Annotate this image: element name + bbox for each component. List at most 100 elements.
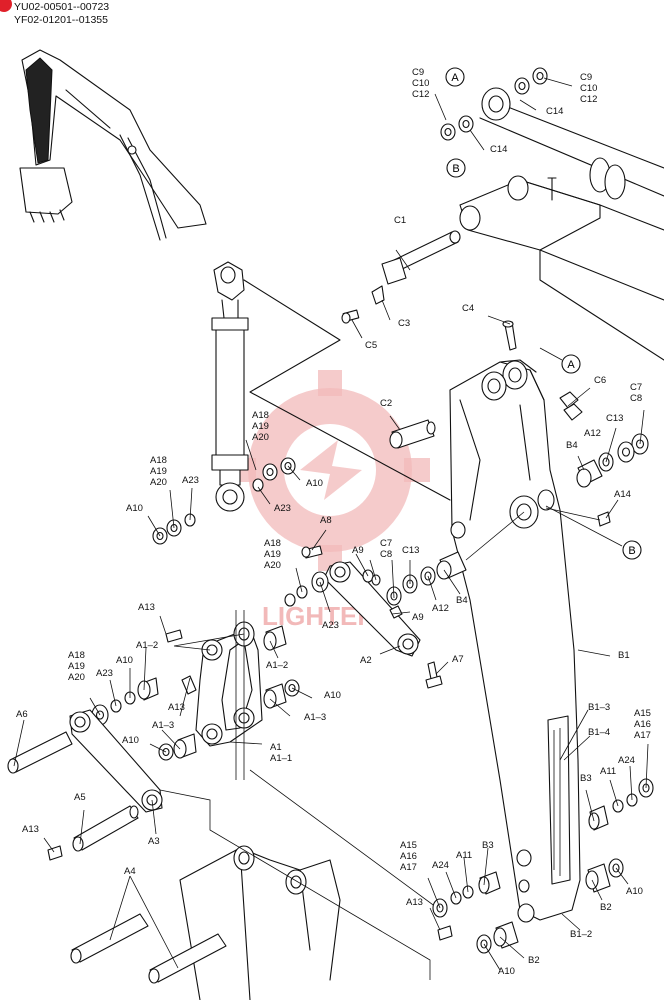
marker-letter: A [451,72,459,84]
callout-a10-cylinder: A10 [306,478,323,489]
bucket-frame [159,769,441,1000]
reference-marker-b-top: B [446,158,466,178]
callout-c6: C6 [594,375,607,386]
marker-letter: A [567,359,575,371]
callout-c9-c10-c12-right: C9 C10 C12 [580,72,598,105]
grease-fitting-a13 [47,629,453,941]
callout-a3: A3 [148,836,160,847]
callout-b3-bottom: B3 [482,840,494,851]
callout-a23-mid: A23 [322,620,339,631]
callout-c7-c8-mid: C7 C8 [380,538,393,560]
callout-a13-lower: A13 [22,824,39,835]
callout-b1-3: B1–3 [588,702,611,713]
callout-a11-right: A11 [600,766,617,777]
callout-a9-upper: A9 [352,545,364,556]
callout-c13-mid: C13 [402,545,420,556]
callout-a7: A7 [452,654,464,665]
callout-a18-a19-a20-low: A18 A19 A20 [68,650,85,683]
callout-a10-lower-left: A10 [122,735,139,746]
excavator-thumbnail-icon [19,49,207,241]
bolt-c4 [502,320,517,351]
callout-b1-2: B1–2 [570,929,593,940]
callout-c4: C4 [462,303,475,314]
bucket-cylinder [211,261,451,512]
callout-c3: C3 [398,318,411,329]
callout-a13-mid: A13 [168,702,185,713]
serial-range-1: YU02-00501--00723 [14,1,110,13]
callout-c1: C1 [394,215,407,226]
callout-a23-cylinder: A23 [274,503,291,514]
callout-a23-low: A23 [96,668,113,679]
callout-c14-lower: C14 [490,144,508,155]
callout-a18-a19-a20-top: A18 A19 A20 [252,410,269,443]
callout-a12-right: A12 [584,428,601,439]
bushing-set-arm-bottom [432,778,654,954]
callout-a24-bottom: A24 [432,860,449,871]
pin-a6 [7,731,73,774]
reference-marker-a-right: A [539,347,581,374]
callout-a1-3-left: A1–3 [152,720,175,731]
callout-a4: A4 [124,866,136,877]
bushing-a1-3 [173,683,287,759]
callout-a18-a19-a20-mid: A18 A19 A20 [264,538,281,571]
callout-b2-bottom: B2 [528,955,540,966]
callout-a10-right: A10 [324,690,341,701]
callout-a1: A1 A1–1 [270,742,293,764]
callout-c5: C5 [365,340,378,351]
callout-a18-a19-a20-left: A18 A19 A20 [150,455,167,488]
callout-b1: B1 [618,650,630,661]
boom-head [459,175,664,361]
serial-range-2: YF02-01201--01355 [14,14,108,26]
pin-parts-right [545,391,649,527]
link-a1 [195,610,263,780]
callout-a8: A8 [320,515,332,526]
link-a3 [69,709,163,813]
callout-b4-mid: B4 [456,595,468,606]
reference-marker-a-top: A [445,67,465,87]
callout-a11-bottom: A11 [456,850,473,861]
callout-a9-lower: A9 [412,612,424,623]
reference-marker-b-right: B [545,505,642,560]
callout-c9-c10-c12-left: C9 C10 C12 [412,67,430,100]
callout-a10-left: A10 [126,503,143,514]
bolt-a8 [301,545,323,559]
callout-a13-upper: A13 [138,602,155,613]
callout-a1-2-upper: A1–2 [136,640,159,651]
callout-a23-left: A23 [182,475,199,486]
boom-cylinder-end [479,87,664,200]
callout-b3-right: B3 [580,773,592,784]
callout-a2: A2 [360,655,372,666]
pin-a5 [72,805,139,852]
corner-badge [0,0,12,12]
leader-lines [13,77,649,971]
callout-c7-c8-right: C7 C8 [630,382,643,404]
callout-a15-a16-a17-right: A15 A16 A17 [634,708,651,741]
washer-c-set [440,67,548,141]
lock-plate-c3 [371,285,385,305]
pin-a4 [70,913,227,984]
callout-a1-2-lower: A1–2 [266,660,289,671]
callout-a1-3-right: A1–3 [304,712,327,723]
callout-a5: A5 [74,792,86,803]
callout-b2-right: B2 [600,902,612,913]
callout-a24-right: A24 [618,755,635,766]
callout-b1-4: B1–4 [588,727,611,738]
callout-a10-low: A10 [116,655,133,666]
link-a2 [323,561,421,657]
bolt-c5 [341,309,360,324]
marker-letter: B [628,545,635,557]
marker-letter: B [452,163,459,175]
callout-a10-bottom: A10 [498,966,515,977]
callout-a6: A6 [16,709,28,720]
callout-a13-bottom: A13 [406,897,423,908]
pin-c1 [381,230,461,285]
callout-b4-right: B4 [566,440,578,451]
callout-a15-a16-a17-bottom: A15 A16 A17 [400,840,417,873]
callout-a10-bottom-right: A10 [626,886,643,897]
callout-a12-mid: A12 [432,603,449,614]
callout-c13-right: C13 [606,413,624,424]
pin-c2 [389,419,436,449]
bolt-a7 [425,661,443,689]
